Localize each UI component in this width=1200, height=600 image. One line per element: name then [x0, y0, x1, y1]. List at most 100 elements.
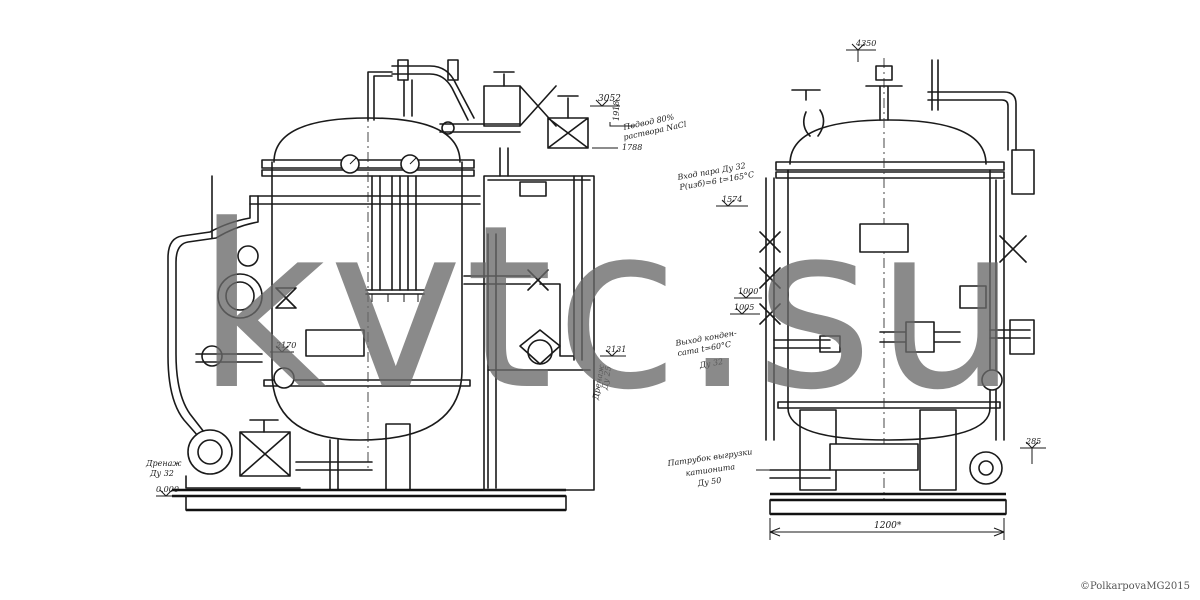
mark-label: 1788 — [622, 143, 642, 152]
unload-pipe — [769, 469, 831, 479]
top-flange-1 — [397, 59, 409, 81]
mark-label: 1000 — [738, 287, 758, 296]
mark-arrow — [734, 291, 762, 299]
left-vessel-top-head — [273, 117, 461, 163]
right-mark-1005: 1005 — [730, 303, 760, 315]
instrument-manifold — [365, 289, 425, 295]
instrument-tubes — [371, 175, 417, 291]
right-bottom-pump-inner — [978, 460, 994, 476]
left-vessel-shell — [271, 161, 463, 441]
right-bottom-unit — [829, 443, 919, 471]
bottom-valve-stem — [249, 419, 279, 433]
left-mark-3052: 3052 — [590, 94, 621, 107]
top-pipe-a — [367, 71, 393, 121]
mark-label: 1005 — [734, 303, 754, 312]
mark-label: 285 — [1025, 437, 1041, 446]
mark-arrow — [716, 199, 748, 207]
right-support-right — [919, 409, 957, 491]
bottom-valve — [239, 431, 291, 477]
bottom-pipe — [185, 475, 301, 489]
left-base-frame — [172, 488, 566, 512]
right-top-pipe — [927, 91, 1017, 151]
left-mark-0000: 0.000 — [156, 485, 180, 497]
right-side-ball — [981, 369, 1003, 391]
left-base-ends — [185, 495, 567, 511]
mark-arrow — [270, 345, 294, 353]
mark-label: 1918 — [612, 101, 621, 121]
left-mark-2131: 2131 — [600, 345, 626, 357]
left-control-cabinet — [483, 175, 595, 491]
right-mark-4350: 4350 — [846, 39, 876, 62]
right-side-filter — [959, 285, 987, 309]
right-vessel-top-head — [789, 119, 987, 165]
left-leg-1 — [329, 439, 339, 491]
left-loop-pipe-outer — [167, 195, 251, 437]
condensate-label-3: Ду 32 — [698, 357, 724, 370]
right-lower-flange — [777, 401, 1001, 409]
mid-pipe-down — [539, 283, 575, 357]
right-bottom-pump — [969, 451, 1003, 485]
top-valve-2 — [547, 117, 589, 149]
left-sight-glass-inner — [225, 281, 255, 311]
top-elbow — [441, 121, 455, 135]
top-pipe-b — [391, 65, 475, 121]
mark-arrow — [156, 489, 180, 497]
top-valve-2-stem — [557, 95, 579, 119]
bottom-pump — [187, 429, 233, 475]
condensate-flange — [819, 335, 841, 353]
right-pump-housing — [519, 329, 561, 365]
right-top-left-valve — [802, 109, 825, 137]
cabinet-shelves — [487, 179, 591, 371]
right-left-valve-3 — [759, 303, 781, 325]
mark-arrow — [590, 99, 620, 107]
watermark-text: kvtc.su — [196, 177, 1021, 440]
mark-label: 1574 — [722, 195, 742, 204]
right-top-valve — [875, 65, 893, 81]
left-view: 3052 1918 1788 Подвод 80% раствора NaCl … — [145, 59, 688, 512]
unload-label-3: Ду 50 — [696, 476, 722, 488]
drain-right-label-2: Ду 25 — [600, 365, 613, 391]
right-side-box — [1011, 149, 1035, 195]
left-loop-pipe-inner — [175, 195, 259, 433]
instrument-taps — [371, 294, 419, 302]
right-top-vent — [931, 59, 939, 111]
width-dimension-line — [769, 518, 1005, 540]
copyright-text: ©PolkarpovaMG2015 — [1079, 581, 1190, 592]
bottom-drain-pipe — [295, 461, 373, 471]
left-header — [249, 195, 481, 205]
mark-label: 2131 — [605, 345, 626, 354]
left-lower-flange — [263, 379, 471, 387]
right-side-riser — [995, 179, 1005, 441]
right-left-valve-2 — [759, 267, 781, 289]
gauge-needle-2 — [409, 157, 417, 165]
left-mark-1788: 1788 — [592, 143, 642, 152]
mark-label: 3052 — [598, 94, 621, 104]
mid-nozzle-body — [905, 321, 935, 353]
left-valve-ball-3 — [273, 367, 295, 389]
top-flange-2 — [447, 59, 459, 81]
mark-arrow — [609, 122, 634, 127]
cabinet-vertical-pipe — [487, 233, 497, 489]
right-mark-285: 285 — [1020, 437, 1046, 464]
right-mark-1574: 1574 — [716, 195, 748, 207]
right-mark-1000: 1000 — [734, 287, 762, 299]
left-sight-glass — [217, 273, 263, 319]
right-vessel-shell — [787, 169, 991, 441]
right-left-valve-1 — [759, 231, 781, 253]
right-base-frame — [770, 492, 1006, 516]
right-top-left-stem — [791, 89, 821, 101]
left-valve-ball-2 — [201, 345, 223, 367]
bottom-pump-inner — [197, 439, 223, 465]
cabinet-riser — [573, 175, 583, 361]
mark-arrow — [730, 307, 760, 315]
left-mark-1918: 1918 — [609, 101, 634, 127]
left-valve-x-1 — [275, 287, 297, 309]
mark-label: 2170 — [275, 341, 296, 350]
right-side-box-2 — [1009, 319, 1035, 355]
top-valve-1 — [483, 85, 557, 127]
mark-label: 0.000 — [156, 485, 179, 494]
right-side-valve — [999, 235, 1027, 263]
left-mark-2170: 2170 — [270, 341, 296, 353]
gauge-needle-1 — [349, 157, 357, 165]
